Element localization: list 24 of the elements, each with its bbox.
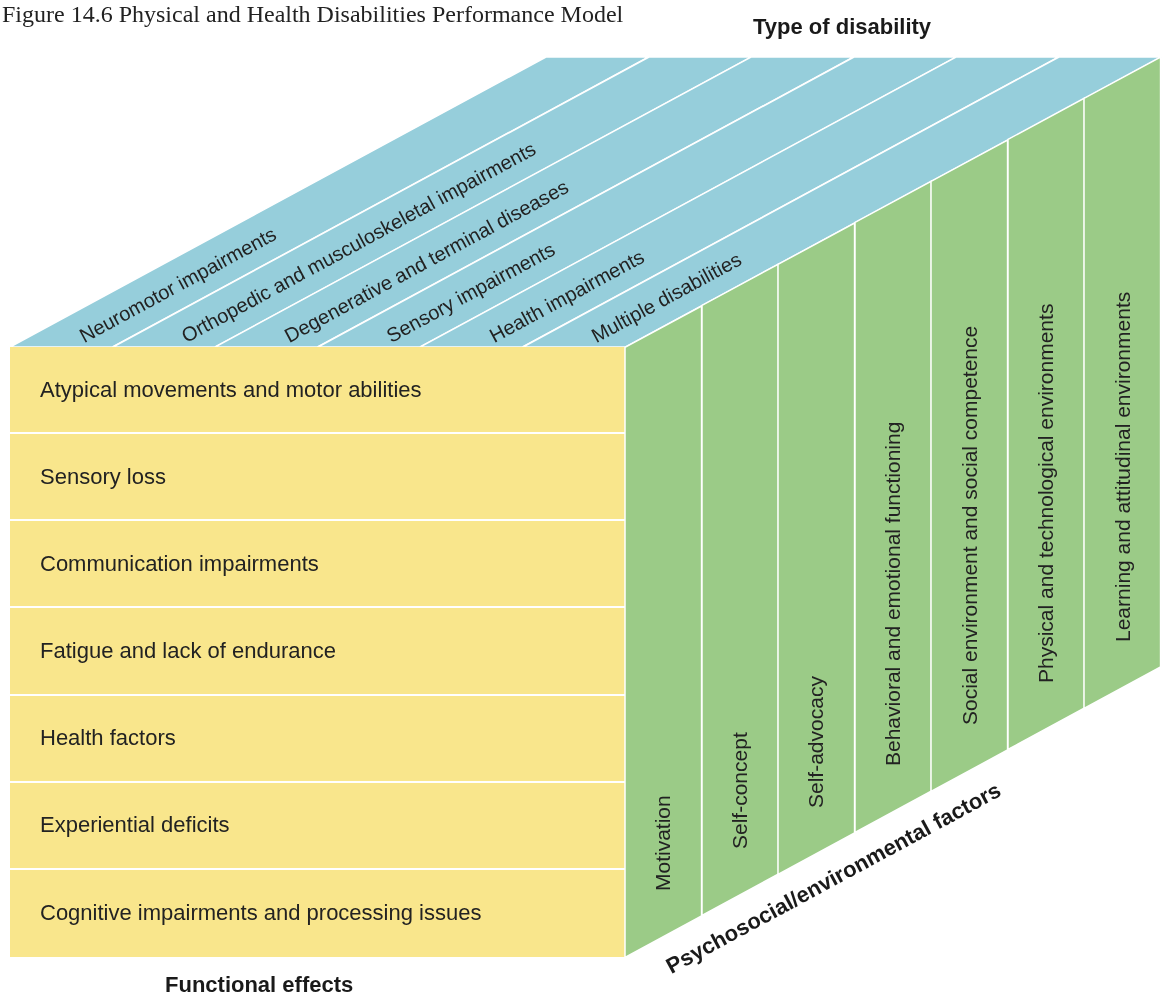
effect-label: Cognitive impairments and processing issues [40,900,482,927]
effect-row [10,695,625,783]
effect-label: Fatigue and lack of endurance [40,638,336,664]
effect-label: Atypical movements and motor abilities [40,376,422,403]
factor-label: Social environment and social competence [956,325,982,725]
factor-label: Behavioral and emotional functioning [880,421,905,767]
effect-label: Experiential deficits [40,812,230,839]
axis-heading: Type of disability [753,14,932,40]
axis-heading: Functional effects [165,972,354,998]
effect-row [10,869,625,957]
effect-label: Communication impairments [40,550,319,577]
factor-label: Self-advocacy [803,675,829,808]
factor-band [1007,98,1085,750]
effect-row [10,434,625,522]
figure-title: Figure 14.6 Physical and Health Disabilities Performance Model [2,0,624,28]
effect-label: Sensory loss [40,463,166,490]
factor-label: Learning and attitudinal environments [1109,291,1135,642]
effect-row [10,608,625,696]
effect-row [10,347,625,435]
factor-band [1084,57,1161,709]
effect-label: Health factors [40,725,176,752]
effect-row [10,521,625,609]
effect-row [10,782,625,870]
factor-label: Physical and technological environments [1033,304,1059,684]
